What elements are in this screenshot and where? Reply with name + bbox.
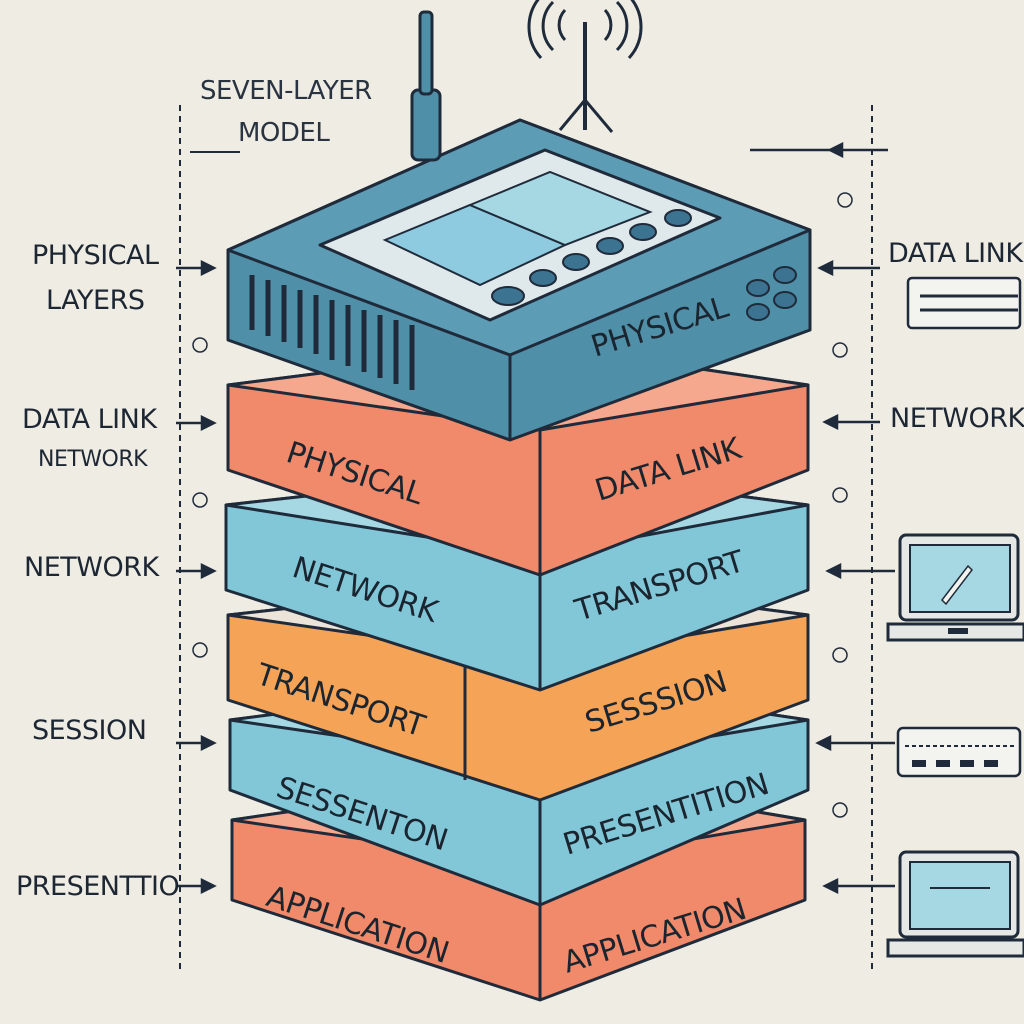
monitor-icon (886, 850, 1024, 958)
guide-markers (192, 192, 853, 818)
switch-icon (906, 276, 1022, 330)
left-label-presentation: PRESENTTIO (16, 871, 180, 902)
laptop-icon (886, 533, 1024, 642)
left-label-network-small: NETWORK (38, 447, 148, 472)
left-label-data-link: DATA LINK (22, 404, 157, 435)
router-icon (226, 118, 812, 442)
left-label-session: SESSION (32, 715, 147, 746)
right-label-network: NETWORK (890, 403, 1024, 434)
diagram-title-line1: SEVEN-LAYER (200, 76, 372, 106)
server-icon (896, 726, 1022, 778)
left-label-physical: PHYSICAL (32, 240, 159, 271)
left-label-network: NETWORK (24, 552, 159, 583)
left-arrows (176, 259, 217, 895)
antenna-icon (410, 10, 614, 162)
right-arrows (750, 141, 895, 895)
left-label-layers: LAYERS (46, 285, 145, 316)
diagram-title-line2: MODEL (238, 118, 330, 148)
right-label-data-link: DATA LINK (888, 238, 1023, 269)
